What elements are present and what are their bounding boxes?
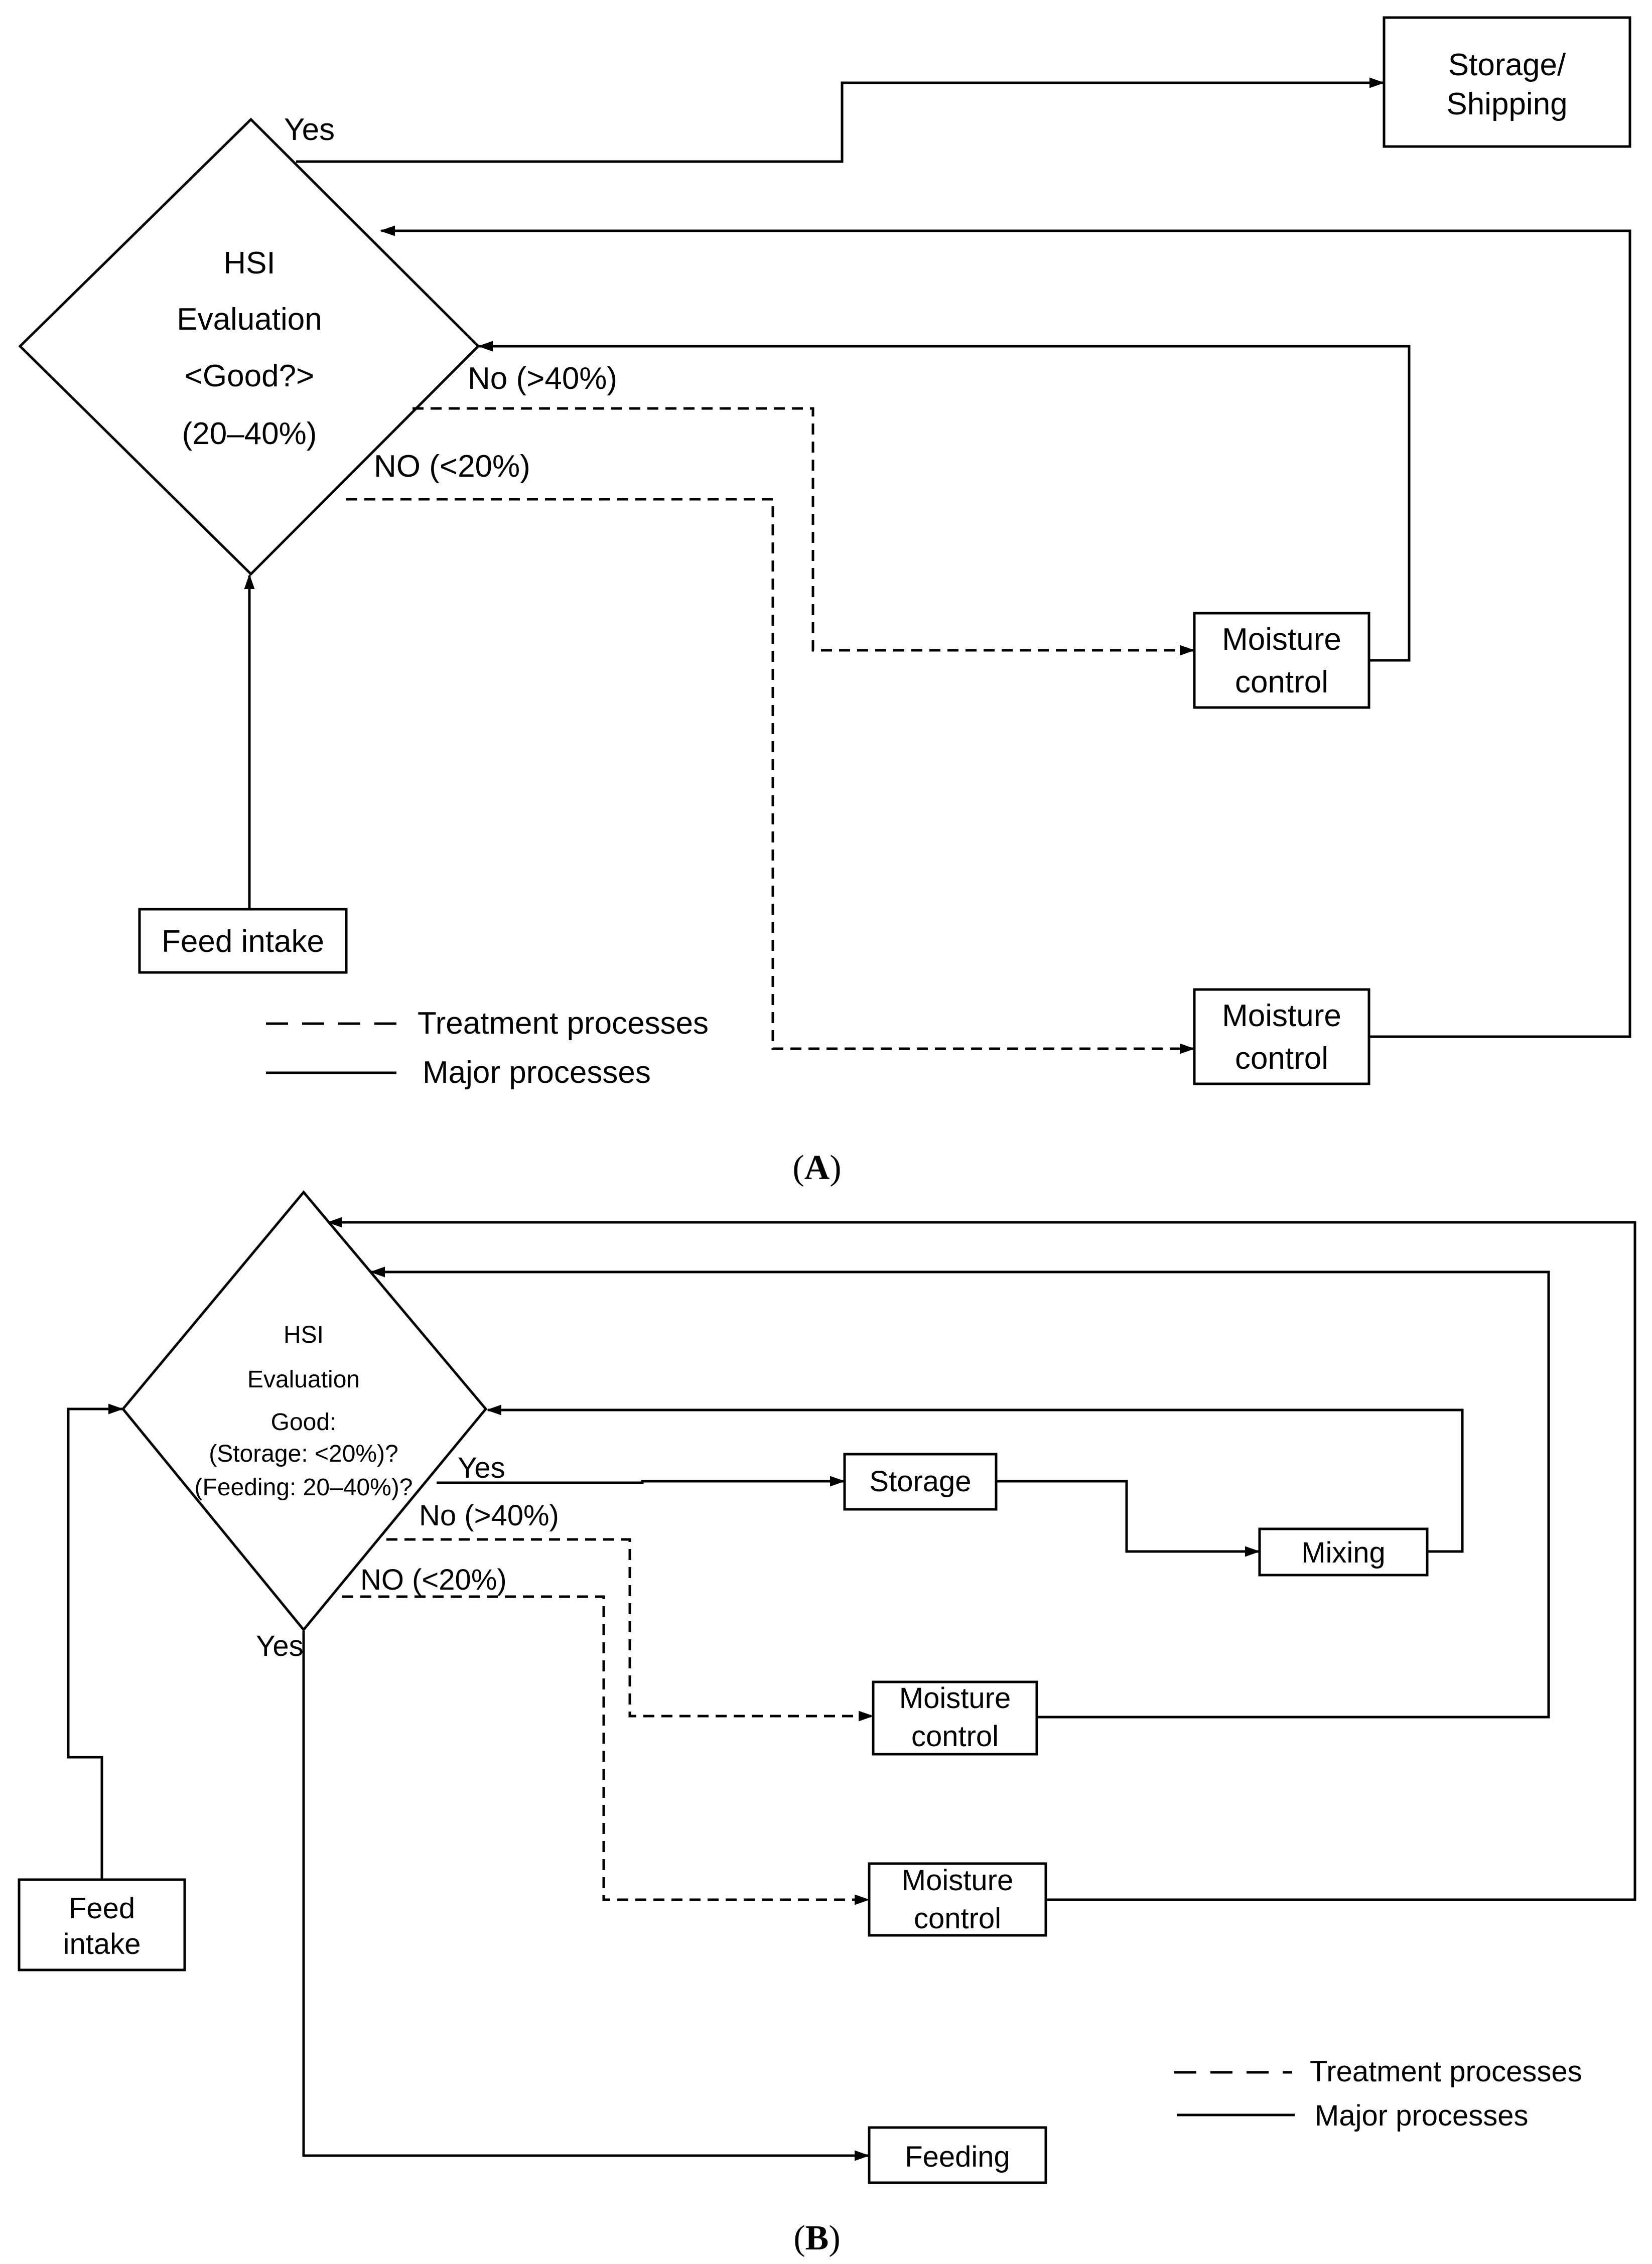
storage-to-mixing-arrow-b xyxy=(996,1480,1260,1557)
moisture-b1-feedback-arrow xyxy=(370,1266,1550,1719)
feed-intake-a-label: Feed intake xyxy=(162,924,324,959)
feed-intake-b-line-1: Feed xyxy=(69,1892,135,1925)
feed-intake-b-line-2: intake xyxy=(63,1928,141,1960)
legend-treatment-label-b: Treatment processes xyxy=(1310,2055,1582,2088)
storage-shipping-line-2: Shipping xyxy=(1446,87,1567,121)
no-high-label-b: No (>40%) xyxy=(419,1499,559,1532)
moisture-control-a1-line-1: Moisture xyxy=(1222,622,1341,657)
panel-b: HSI Evaluation Good: (Storage: <20%)? (F… xyxy=(18,1190,1636,2257)
moisture-control-box-a2 xyxy=(1193,988,1370,1085)
moisture-control-a2-line-1: Moisture xyxy=(1222,999,1341,1033)
mixing-b-label: Mixing xyxy=(1301,1536,1386,1569)
decision-b-line-3: Good: xyxy=(271,1409,337,1436)
moisture-control-a2-line-2: control xyxy=(1235,1041,1328,1076)
no-high-dashed-arrow-a xyxy=(412,407,1195,656)
no-high-dashed-arrow-b xyxy=(386,1538,874,1722)
feed-intake-box-b xyxy=(18,1878,186,1971)
moisture-control-b1-line-2: control xyxy=(911,1720,999,1753)
no-low-label-b: NO (<20%) xyxy=(360,1564,507,1596)
decision-b-line-5: (Feeding: 20–40%)? xyxy=(195,1474,413,1501)
no-low-label-a: NO (<20%) xyxy=(374,449,530,484)
storage-shipping-box xyxy=(1383,16,1631,148)
decision-b-line-1: HSI xyxy=(284,1322,324,1348)
moisture-control-a1-line-2: control xyxy=(1235,665,1328,699)
legend-treatment-label-a: Treatment processes xyxy=(418,1006,709,1041)
panel-label-b: (B) xyxy=(793,2219,840,2257)
hsi-evaluation-decision-a xyxy=(18,117,480,576)
feed-intake-arrow-b xyxy=(67,1403,123,1880)
moisture-control-b2-line-2: control xyxy=(914,1902,1001,1935)
decision-a-line-2: Evaluation xyxy=(177,302,322,337)
feedback-arrow-a-outer xyxy=(380,225,1631,1038)
storage-b-label: Storage xyxy=(869,1465,971,1498)
moisture-control-box-b2 xyxy=(868,1862,1047,1937)
mixing-feedback-arrow-b xyxy=(486,1404,1464,1553)
hsi-evaluation-decision-b xyxy=(121,1190,488,1632)
no-low-dashed-arrow-a xyxy=(346,498,1195,1054)
decision-a-line-3: <Good?> xyxy=(185,359,315,393)
yes-label-a: Yes xyxy=(284,112,335,147)
decision-a-line-4: (20–40%) xyxy=(182,416,317,451)
decision-a-line-1: HSI xyxy=(223,246,275,280)
yes-bottom-label-b: Yes xyxy=(256,1630,304,1662)
storage-shipping-line-1: Storage/ xyxy=(1448,48,1566,82)
moisture-control-b1-line-1: Moisture xyxy=(899,1682,1011,1715)
no-low-dashed-arrow-b xyxy=(342,1595,870,1905)
feeding-b-label: Feeding xyxy=(905,2141,1010,2173)
feeding-box-b xyxy=(868,2126,1047,2184)
decision-b-line-4: (Storage: <20%)? xyxy=(209,1441,398,1467)
legend-major-label-a: Major processes xyxy=(423,1055,651,1090)
yes-arrow-to-feeding-b xyxy=(302,1631,870,2161)
no-high-label-a: No (>40%) xyxy=(468,361,617,396)
moisture-b2-feedback-arrow xyxy=(327,1217,1636,1901)
yes-right-label-b: Yes xyxy=(458,1452,505,1484)
panel-label-a: (A) xyxy=(792,1149,841,1187)
feedback-arrow-a-inner xyxy=(478,341,1411,662)
yes-arrow-a xyxy=(296,77,1385,163)
moisture-control-b2-line-1: Moisture xyxy=(902,1864,1013,1897)
decision-b-line-2: Evaluation xyxy=(247,1366,360,1393)
yes-arrow-to-storage-b xyxy=(437,1476,845,1487)
panel-a: HSI Evaluation <Good?> (20–40%) Storage/… xyxy=(18,16,1631,1187)
moisture-control-box-a1 xyxy=(1193,612,1370,709)
legend-major-label-b: Major processes xyxy=(1315,2099,1528,2132)
feed-intake-box-a xyxy=(138,908,348,974)
